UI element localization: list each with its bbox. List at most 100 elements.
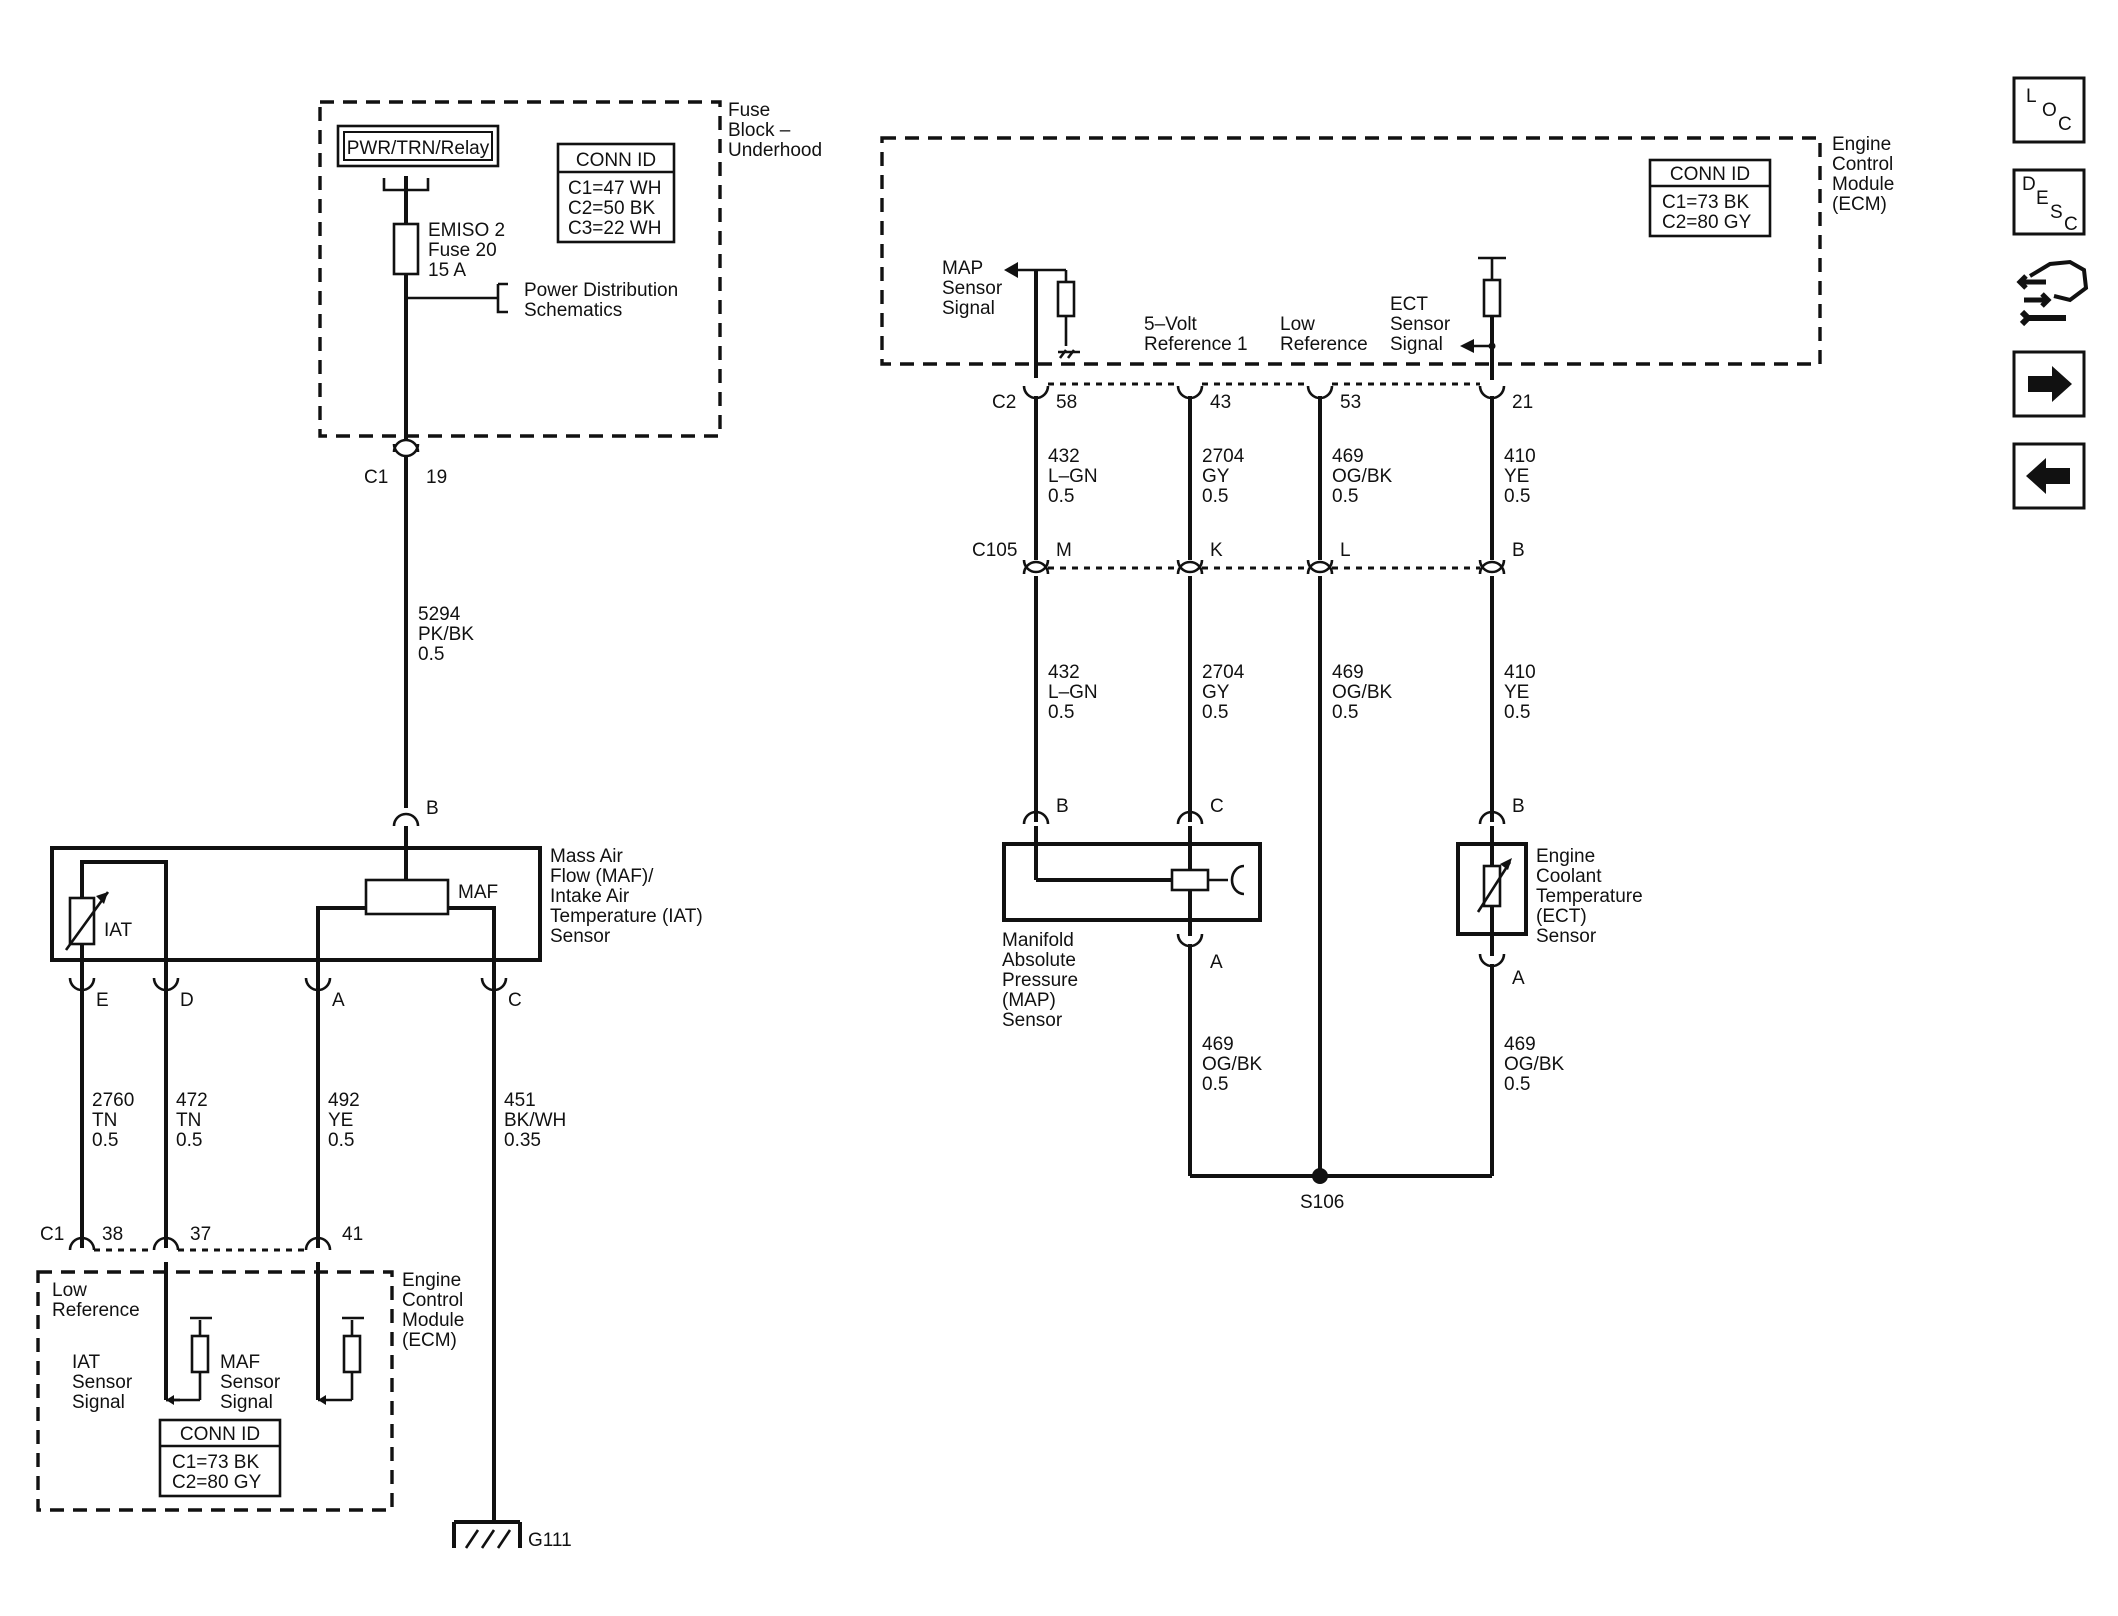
wire-410-upper-circuit: 410 bbox=[1504, 446, 1536, 467]
fuse-conn-id-box bbox=[556, 142, 676, 244]
wire-2704-lower-color: GY bbox=[1202, 682, 1230, 703]
ecm-right-conn-id-1: C1=73 BK bbox=[1662, 192, 1749, 213]
ect-signal-label-2: Sensor bbox=[1390, 314, 1451, 335]
ecm-left-pin-37: 37 bbox=[190, 1224, 211, 1245]
wire-469-map-gauge: 0.5 bbox=[1202, 1074, 1228, 1095]
ecm-right-pin-53: 53 bbox=[1340, 392, 1361, 413]
nav-prev-button[interactable] bbox=[2012, 442, 2086, 510]
wire-472-gauge: 0.5 bbox=[176, 1130, 202, 1151]
maf-iat-sensor: B Mass Air Flow (MAF)/ Intake Air Temper… bbox=[50, 798, 703, 1011]
ecm-left-conn-id-2: C2=80 GY bbox=[172, 1472, 262, 1493]
ect-pullup-resistor-icon bbox=[1482, 278, 1502, 318]
wire-432-lower-gauge: 0.5 bbox=[1048, 702, 1074, 723]
ecm-left-title-4: (ECM) bbox=[402, 1330, 457, 1351]
wire-469-lower-gauge: 0.5 bbox=[1332, 702, 1358, 723]
map-sensor: B C A Manifold Absolute Pressure (MAP) S… bbox=[1002, 796, 1262, 1031]
map-pulldown-resistor-icon bbox=[1056, 280, 1076, 318]
maf-sensor-title-3: Intake Air bbox=[550, 886, 630, 907]
fuse-conn-id-3: C3=22 WH bbox=[568, 218, 661, 239]
power-distribution-bracket bbox=[496, 282, 508, 314]
desc-letter-d: D bbox=[2022, 174, 2036, 195]
wire-492-circuit: 492 bbox=[328, 1090, 360, 1111]
fuse-block-underhood: Fuse Block – Underhood PWR/TRN/Relay CON… bbox=[318, 100, 822, 440]
nav-connector-wrench-icon[interactable] bbox=[2016, 259, 2089, 327]
ground-g111: G111 bbox=[452, 1520, 572, 1551]
ecm-left-connector: C1 bbox=[40, 1224, 64, 1245]
wire-469-lower-circuit: 469 bbox=[1332, 662, 1364, 683]
power-distribution-label-1: Power Distribution bbox=[524, 280, 678, 301]
ecm-left-pin-41: 41 bbox=[342, 1224, 363, 1245]
ecm-left-title-3: Module bbox=[402, 1310, 464, 1331]
wire-469-ect-circuit: 469 bbox=[1504, 1034, 1536, 1055]
ecm-right-pin-43: 43 bbox=[1210, 392, 1231, 413]
maf-element-icon bbox=[364, 878, 450, 916]
maf-sensor-title-2: Flow (MAF)/ bbox=[550, 866, 654, 887]
ect-sensor-title-2: Coolant bbox=[1536, 866, 1602, 887]
wire-432-upper-color: L–GN bbox=[1048, 466, 1098, 487]
splice-s106-dot bbox=[1312, 1168, 1328, 1184]
maf-sensor-title-1: Mass Air bbox=[550, 846, 624, 867]
fuse-block-title-2: Block – bbox=[728, 120, 791, 141]
map-sensor-title-2: Absolute bbox=[1002, 950, 1076, 971]
ecm-left-low-ref-2: Reference bbox=[52, 1300, 140, 1321]
map-sensor-title-1: Manifold bbox=[1002, 930, 1074, 951]
fuse-connector-c1: C1 19 bbox=[364, 438, 447, 488]
ecm-right-title-4: (ECM) bbox=[1832, 194, 1887, 215]
ecm-right-connector-label: C2 bbox=[992, 392, 1016, 413]
map-sensor-title-3: Pressure bbox=[1002, 970, 1078, 991]
ect-sensor-title-4: (ECT) bbox=[1536, 906, 1587, 927]
ect-signal-label-3: Signal bbox=[1390, 334, 1443, 355]
map-signal-label-1: MAP bbox=[942, 258, 983, 279]
fuse-label-3: 15 A bbox=[428, 260, 466, 281]
ground-return-wires: S106 469 OG/BK 0.5 469 OG/BK 0.5 bbox=[1188, 944, 1565, 1213]
wire-410-lower-circuit: 410 bbox=[1504, 662, 1536, 683]
maf-signal-label-1: MAF bbox=[220, 1352, 260, 1373]
wire-469-map-color: OG/BK bbox=[1202, 1054, 1263, 1075]
maf-sensor-title-5: Sensor bbox=[550, 926, 611, 947]
wire-410-upper-color: YE bbox=[1504, 466, 1529, 487]
maf-signal-label-2: Sensor bbox=[220, 1372, 281, 1393]
ecm-left-conn-id-box bbox=[158, 1418, 282, 1498]
fuse-conn-id-2: C2=50 BK bbox=[568, 198, 655, 219]
ecm-right-connector-c2: C2 58 43 53 21 bbox=[992, 382, 1533, 413]
map-signal-label-2: Sensor bbox=[942, 278, 1003, 299]
wire-469-map-circuit: 469 bbox=[1202, 1034, 1234, 1055]
nav-loc-button[interactable]: L O C bbox=[2012, 76, 2086, 144]
ecm-right-conn-id-2: C2=80 GY bbox=[1662, 212, 1752, 233]
ecm-right-title-2: Control bbox=[1832, 154, 1893, 175]
ecm-right: Engine Control Module (ECM) CONN ID C1=7… bbox=[880, 134, 1894, 380]
wire-410-lower-color: YE bbox=[1504, 682, 1529, 703]
nav-next-button[interactable] bbox=[2012, 350, 2086, 418]
nav-desc-button[interactable]: D E S C bbox=[2012, 168, 2086, 236]
wire-410-lower-gauge: 0.5 bbox=[1504, 702, 1530, 723]
relay-label: PWR/TRN/Relay bbox=[347, 138, 490, 159]
fuse-connector-label: C1 bbox=[364, 467, 388, 488]
fuse-block-border bbox=[318, 100, 722, 438]
ground-label: G111 bbox=[528, 1530, 572, 1551]
maf-sensor-body bbox=[50, 846, 542, 962]
map-signal-label-3: Signal bbox=[942, 298, 995, 319]
wire-492-gauge: 0.5 bbox=[328, 1130, 354, 1151]
loc-letter-l: L bbox=[2026, 86, 2037, 107]
wire-432-upper-gauge: 0.5 bbox=[1048, 486, 1074, 507]
desc-letter-s: S bbox=[2050, 202, 2063, 223]
ecm-left-low-ref-1: Low bbox=[52, 1280, 87, 1301]
c105-pin-k: K bbox=[1210, 540, 1223, 561]
maf-pin-b: B bbox=[426, 798, 439, 819]
ecm-right-conn-id-title: CONN ID bbox=[1670, 164, 1750, 185]
ecm-left-title-1: Engine bbox=[402, 1270, 461, 1291]
ecm-left-conn-id-title: CONN ID bbox=[180, 1424, 260, 1445]
wire-432-lower-color: L–GN bbox=[1048, 682, 1098, 703]
ecm-right-title-1: Engine bbox=[1832, 134, 1891, 155]
maf-sensor-title-4: Temperature (IAT) bbox=[550, 906, 703, 927]
c105-pin-l: L bbox=[1340, 540, 1351, 561]
loc-letter-o: O bbox=[2042, 100, 2057, 121]
wire-2760-circuit: 2760 bbox=[92, 1090, 134, 1111]
desc-letter-e: E bbox=[2036, 188, 2049, 209]
five-volt-ref-label-1: 5–Volt bbox=[1144, 314, 1198, 335]
wire-432-upper-circuit: 432 bbox=[1048, 446, 1080, 467]
wire-2704-upper-circuit: 2704 bbox=[1202, 446, 1245, 467]
fuse-label-1: EMISO 2 bbox=[428, 220, 505, 241]
map-sensor-title-4: (MAP) bbox=[1002, 990, 1056, 1011]
ecm-left-border bbox=[36, 1270, 394, 1512]
